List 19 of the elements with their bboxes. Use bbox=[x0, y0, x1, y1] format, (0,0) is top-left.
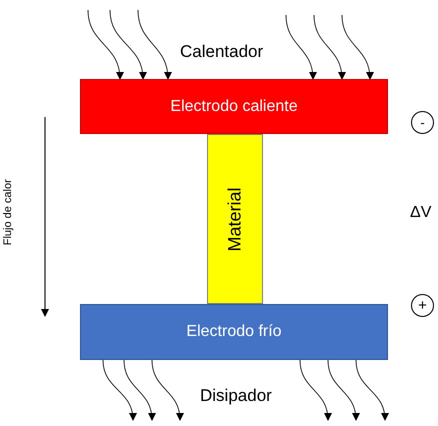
electrode-block: Electrodo frío bbox=[80, 304, 388, 360]
voltage-label: ΔV bbox=[410, 203, 432, 223]
heat-arrow bbox=[124, 360, 156, 421]
heat-arrow bbox=[328, 360, 360, 421]
heat-arrow bbox=[300, 360, 332, 421]
heat-arrow bbox=[110, 10, 146, 80]
heat-arrow bbox=[286, 14, 316, 80]
heat-sink-label: Disipador bbox=[200, 385, 272, 407]
heat-arrow bbox=[102, 360, 136, 421]
electrode-block: Electrodo caliente bbox=[80, 79, 388, 134]
heat-arrow bbox=[356, 360, 388, 421]
heater-label: Calentador bbox=[180, 41, 264, 63]
material-bar: Material bbox=[207, 134, 263, 304]
heat-arrow bbox=[138, 10, 172, 80]
heat-arrow bbox=[152, 360, 184, 421]
heat-arrow bbox=[314, 14, 346, 80]
heat-arrow bbox=[88, 10, 124, 80]
heat-arrow bbox=[342, 14, 374, 80]
axis-label: Flujo de calor bbox=[0, 179, 15, 246]
